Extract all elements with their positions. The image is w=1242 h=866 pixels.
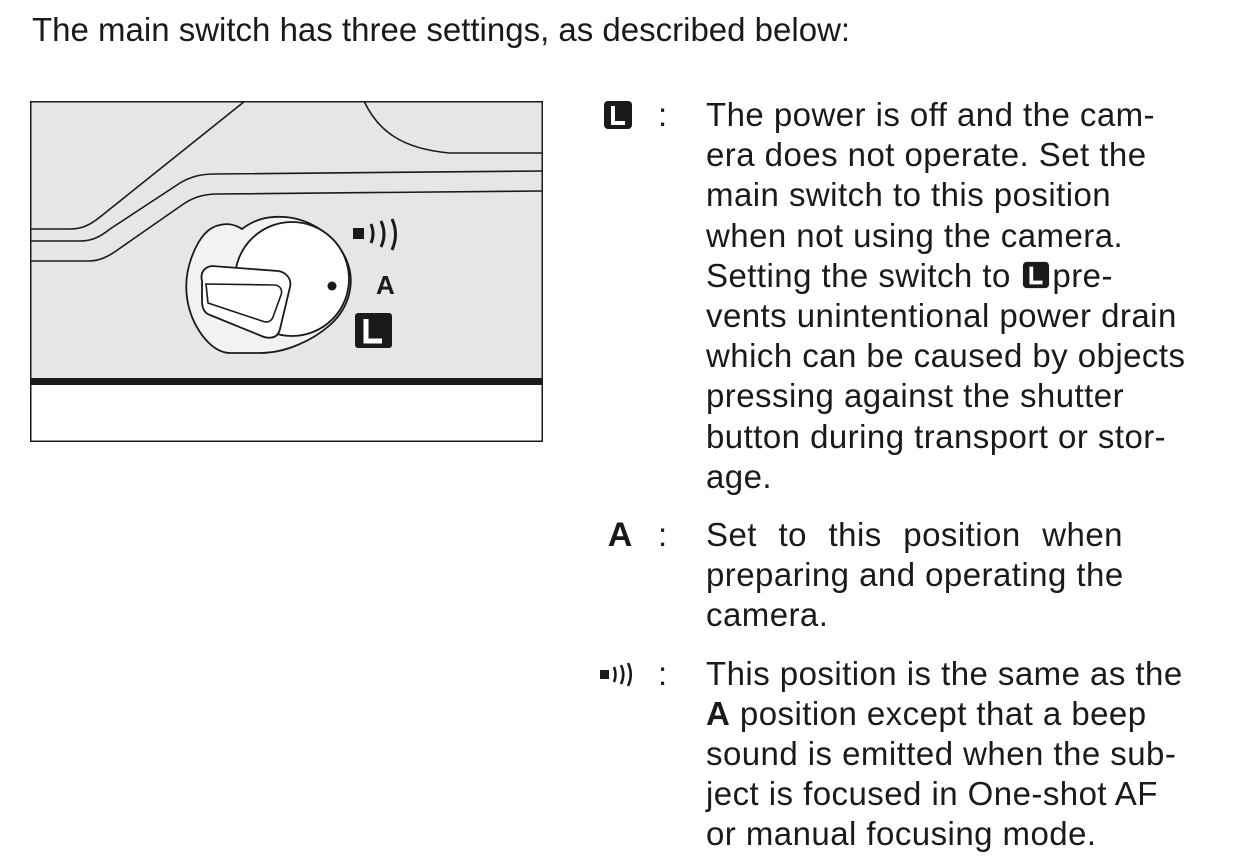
dial-beep-icon — [353, 218, 397, 251]
definition-beep: : This position is the same as the A pos… — [598, 654, 1220, 855]
definition-text: This position is the same as the A posit… — [706, 654, 1183, 853]
dial-lock-icon — [355, 313, 392, 348]
definition-colon: : — [658, 516, 668, 554]
definition-colon: : — [658, 96, 668, 133]
lock-icon — [598, 95, 638, 135]
definition-text: Set to this position when preparing and … — [706, 516, 1124, 634]
auto-symbol: A — [607, 516, 633, 555]
settings-definitions: : The power is off and the cam- era does… — [598, 95, 1220, 855]
definition-colon: : — [658, 654, 668, 692]
definition-text: The power is off and the cam- era does n… — [706, 96, 1186, 495]
dial-auto-label: A — [376, 270, 395, 300]
intro-text: The main switch has three settings, as d… — [32, 11, 851, 48]
main-switch-illustration: A — [30, 101, 543, 442]
definition-lock: : The power is off and the cam- era does… — [598, 95, 1220, 497]
definition-auto: A : Set to this position when preparing … — [598, 515, 1220, 636]
beep-icon — [598, 654, 638, 694]
lock-icon — [1022, 258, 1050, 288]
